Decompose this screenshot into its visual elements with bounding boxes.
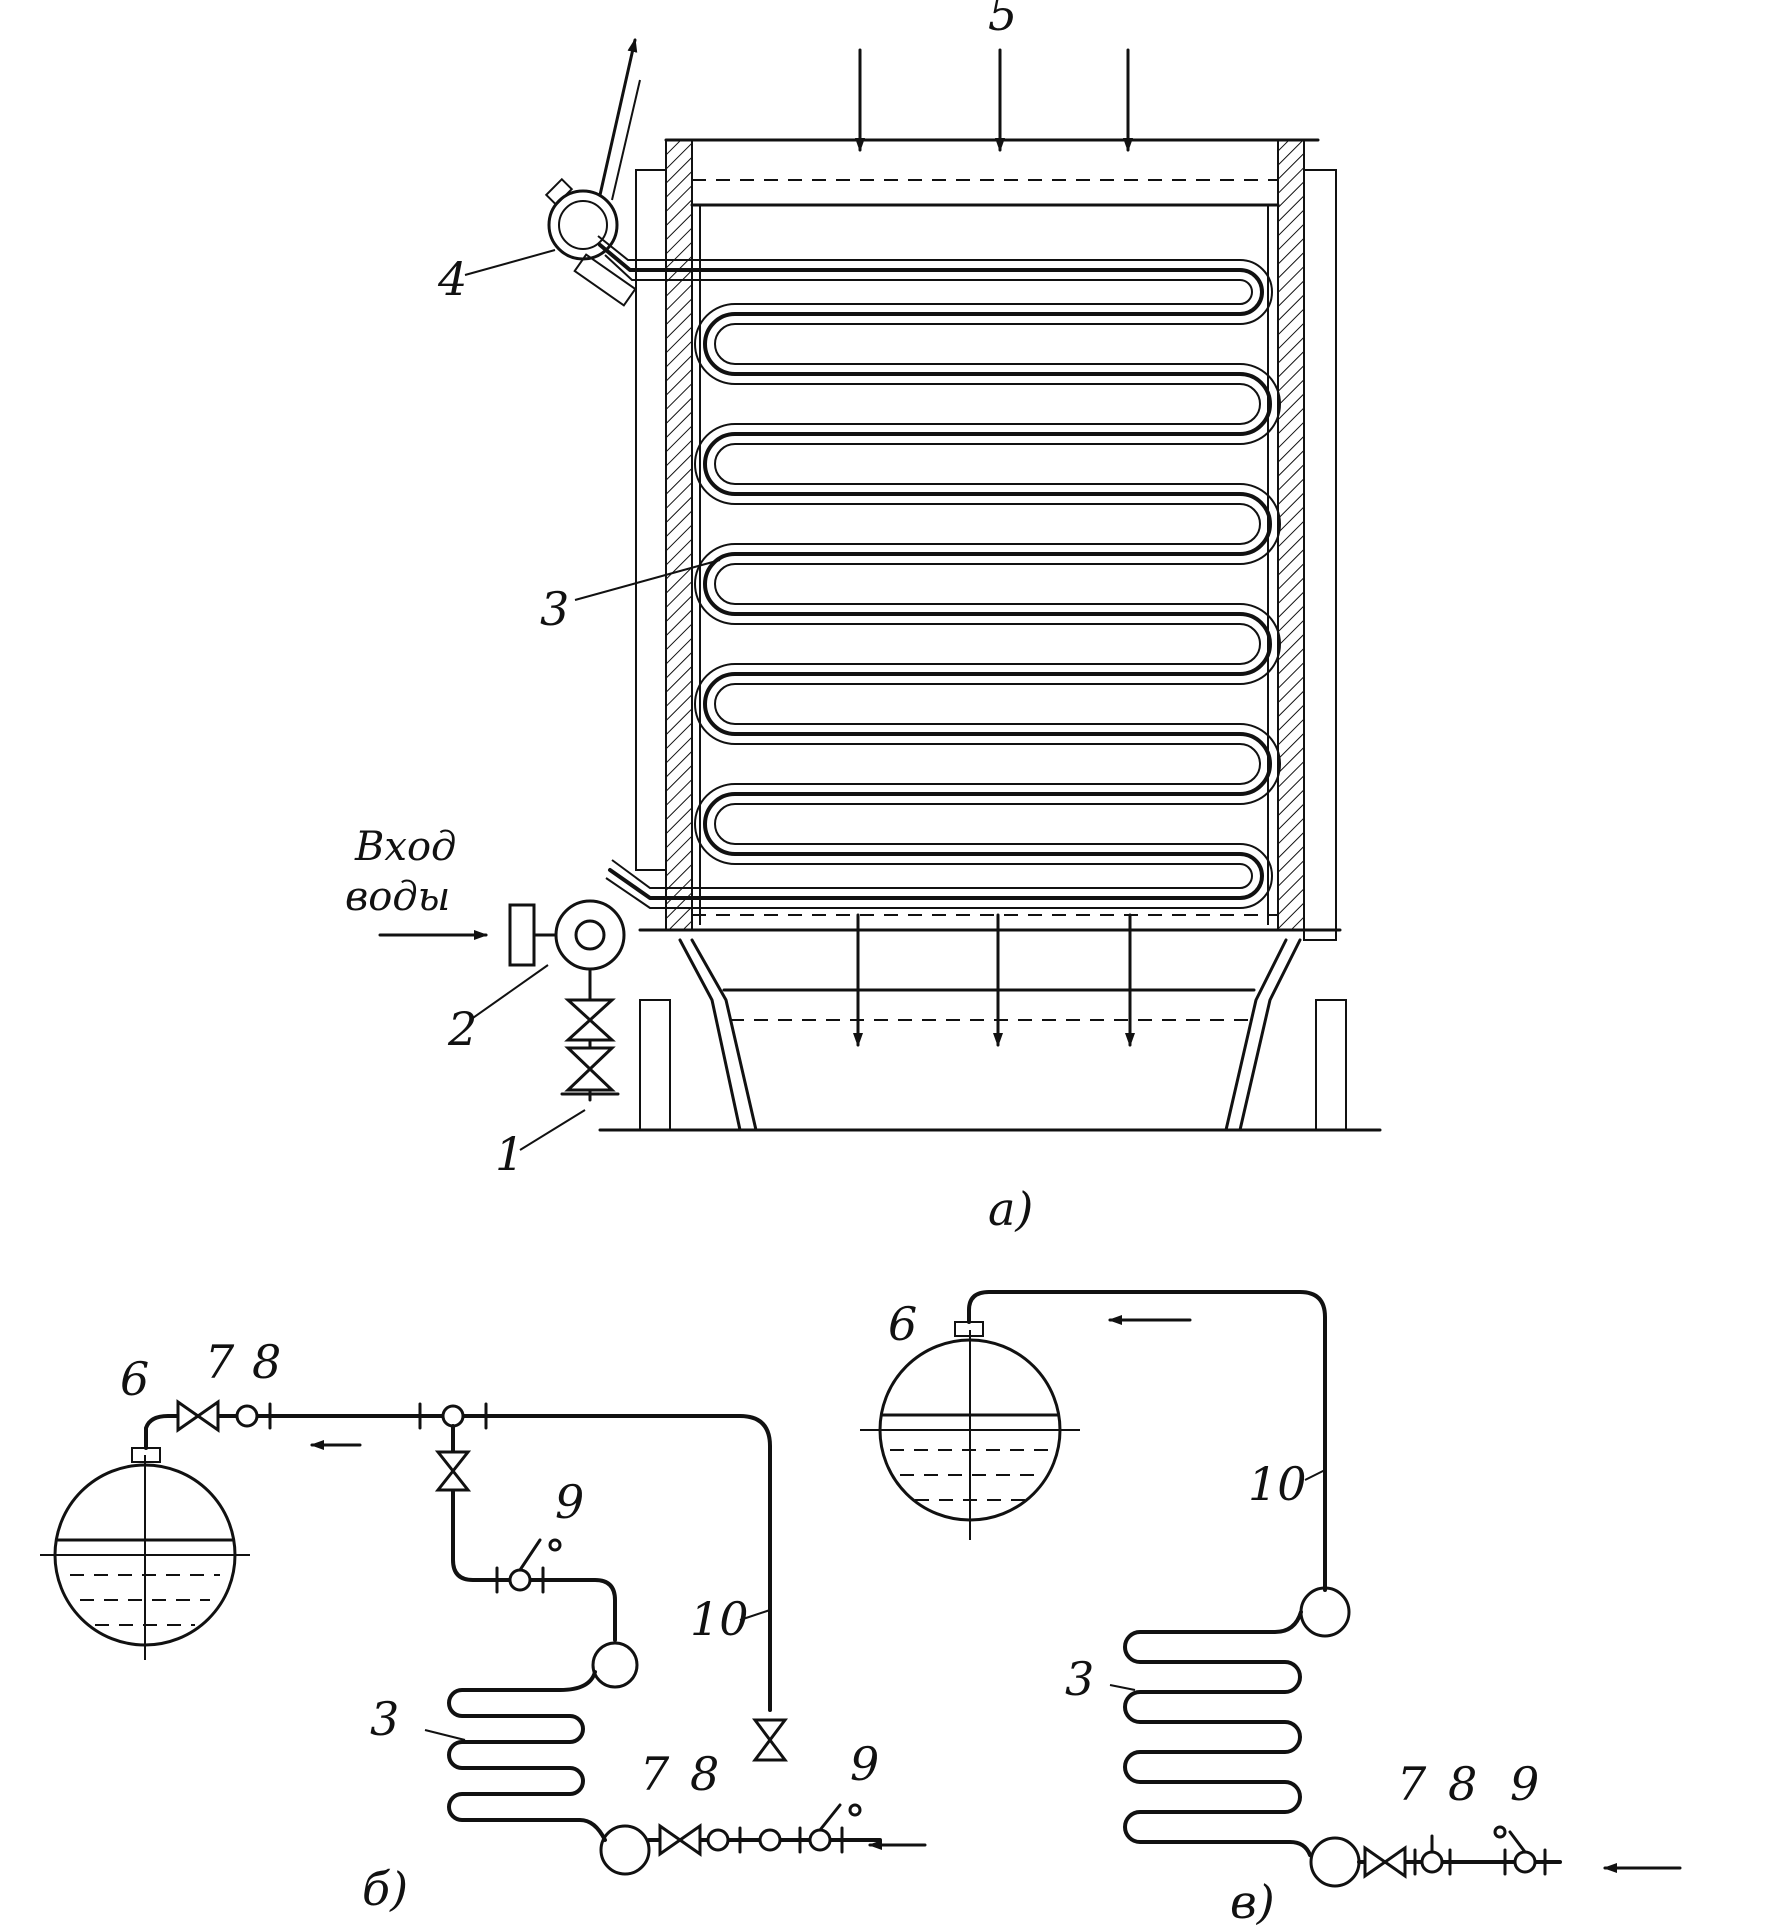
label-7: 7 [1397, 1757, 1427, 1811]
hopper [598, 938, 1382, 1132]
label-6: 6 [120, 1352, 149, 1406]
label-2: 2 [447, 1002, 477, 1056]
label-4: 4 [437, 252, 467, 306]
drum-v [860, 1321, 1080, 1540]
left-insulation [665, 139, 693, 931]
label-10: 10 [690, 1592, 749, 1646]
label-3: 3 [1065, 1652, 1094, 1706]
label-3: 3 [370, 1692, 399, 1746]
label-5: 5 [988, 0, 1017, 41]
label-7-bottom: 7 [640, 1747, 670, 1801]
water-inlet-line2: воды [345, 874, 450, 920]
label-6: 6 [888, 1297, 917, 1351]
inlet-header [378, 899, 626, 971]
label-7-top: 7 [205, 1335, 235, 1389]
caption-b: б) [362, 1862, 408, 1916]
label-9-top: 9 [555, 1475, 584, 1529]
figure-b: 6 7 8 9 10 3 7 8 9 б) [40, 1335, 927, 1916]
label-8: 8 [1448, 1757, 1477, 1811]
figure-a: 5 4 3 2 1 Вход воды а) [345, 0, 1382, 1236]
right-insulation [1277, 139, 1305, 931]
water-inlet-line1: Вход [354, 824, 456, 870]
right-column [1303, 169, 1337, 941]
outlet-header [544, 38, 641, 307]
label-8-top: 8 [252, 1335, 281, 1389]
caption-a: а) [988, 1182, 1033, 1236]
label-10: 10 [1248, 1457, 1307, 1511]
caption-v: в) [1230, 1875, 1275, 1925]
drain-valve [560, 967, 620, 1102]
drum-b [40, 1447, 250, 1660]
label-3: 3 [540, 582, 569, 636]
label-9: 9 [1510, 1757, 1539, 1811]
label-8-bottom: 8 [690, 1747, 719, 1801]
serpentine-coil [597, 235, 1281, 909]
gas-inlet-arrows [855, 48, 1133, 152]
label-9-bottom: 9 [850, 1737, 879, 1791]
label-1: 1 [495, 1127, 524, 1181]
left-casing [635, 169, 667, 871]
figure-v: 6 10 3 7 8 9 в) [860, 1290, 1682, 1925]
gas-outlet-arrows [853, 913, 1135, 1047]
